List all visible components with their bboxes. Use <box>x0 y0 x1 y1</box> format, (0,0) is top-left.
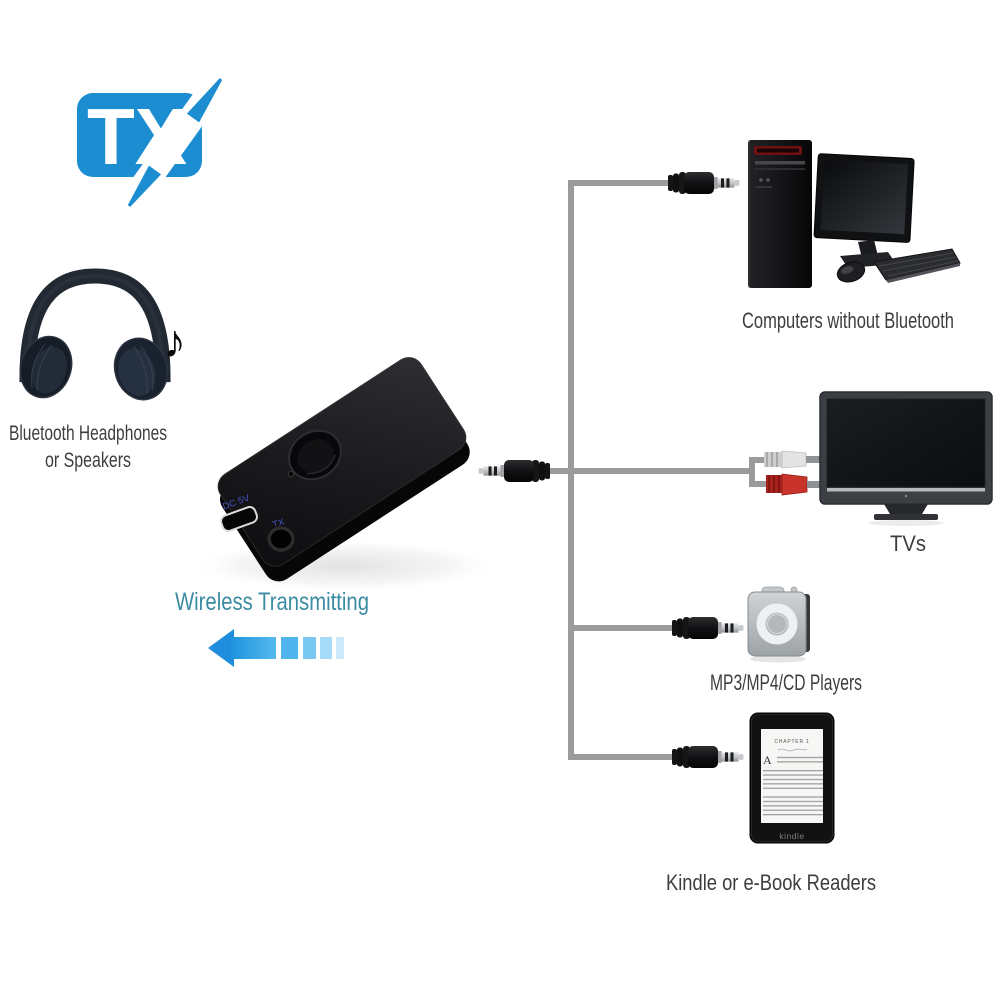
mp3-label: MP3/MP4/CD Players <box>710 670 862 695</box>
tower <box>748 140 812 288</box>
keyboard <box>873 248 961 283</box>
signal-arrow-icon <box>208 629 344 667</box>
computer-audio-jack <box>668 172 740 194</box>
mouse <box>836 261 866 283</box>
tv-branch-cable <box>548 457 769 487</box>
usb-port <box>220 506 258 532</box>
computer-illustration <box>748 140 961 288</box>
tx-logo-text: TX <box>87 92 187 181</box>
tx-logo: TX <box>77 68 233 215</box>
tv-label: TVs <box>890 531 926 556</box>
monitor <box>813 153 915 243</box>
computer-label: Computers without Bluetooth <box>742 308 954 333</box>
rca-white-plug <box>764 450 822 469</box>
ereader-audio-jack <box>672 746 744 768</box>
rca-red-plug <box>766 473 822 496</box>
transmitter-shadow <box>190 540 500 592</box>
ereader-dropcap: A <box>763 753 772 767</box>
headphones-label-line2: or Speakers <box>45 449 131 472</box>
audio-cables <box>548 180 769 760</box>
ereader-illustration: CHAPTER 1 A kindle <box>749 712 835 844</box>
mp3-player-illustration <box>747 586 810 663</box>
led-indicator <box>287 470 295 478</box>
tv-illustration <box>819 391 993 526</box>
ereader-label: Kindle or e-Book Readers <box>666 870 876 895</box>
transmitter-audio-jack <box>478 460 550 482</box>
mp3-audio-jack <box>672 617 744 639</box>
bluetooth-transmitter: DC 5V TX <box>217 357 470 582</box>
aux-port <box>266 525 296 553</box>
transmitting-label: Wireless Transmitting <box>175 588 369 616</box>
ereader-chapter-heading: CHAPTER 1 <box>774 739 809 745</box>
logo-slash-top <box>186 78 223 123</box>
headphones-label-line1: Bluetooth Headphones <box>9 422 167 445</box>
pairing-button <box>288 429 342 481</box>
bluetooth-headphones-icon <box>19 268 171 401</box>
logo-slash-bottom <box>127 165 162 207</box>
ereader-brand: kindle <box>779 831 804 841</box>
music-note-icon: ♪ <box>163 315 186 367</box>
